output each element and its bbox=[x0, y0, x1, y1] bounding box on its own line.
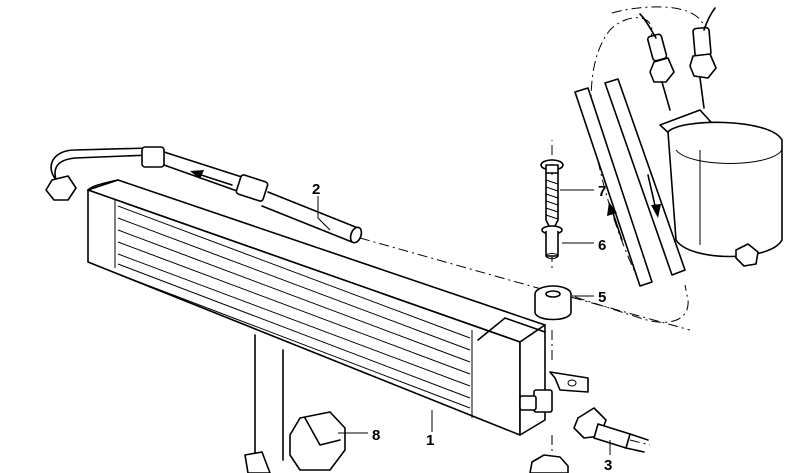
callout-3: 3 bbox=[604, 457, 612, 473]
hose-crimp-sleeve bbox=[235, 174, 269, 202]
callout-labels: 1 2 3 5 6 7 8 bbox=[312, 181, 612, 473]
cooler-connector bbox=[519, 371, 589, 413]
callout-7: 7 bbox=[598, 183, 606, 200]
mounting-bracket bbox=[549, 371, 589, 393]
callout-2: 2 bbox=[312, 181, 320, 198]
callout-1: 1 bbox=[426, 432, 434, 449]
flow-arrow-down bbox=[647, 174, 657, 211]
oil-cooler bbox=[87, 179, 546, 436]
oil-filter-assembly bbox=[639, 7, 783, 267]
flow-arrow-up bbox=[611, 209, 623, 241]
rubber-mount bbox=[534, 285, 572, 321]
hose-fitting-3 bbox=[573, 407, 649, 453]
mounting-clip bbox=[244, 334, 346, 473]
lower-nut bbox=[529, 454, 569, 473]
sleeve bbox=[541, 225, 563, 259]
callout-5: 5 bbox=[598, 289, 606, 306]
cooler-fins bbox=[117, 205, 471, 409]
feed-hoses bbox=[574, 78, 686, 287]
hose-line bbox=[45, 146, 363, 244]
union-nut-left bbox=[45, 175, 77, 201]
screw bbox=[540, 159, 564, 233]
callout-6: 6 bbox=[598, 237, 606, 254]
callout-8: 8 bbox=[372, 427, 380, 444]
hose-fitting bbox=[141, 146, 165, 168]
callout-leaders bbox=[317, 189, 611, 455]
